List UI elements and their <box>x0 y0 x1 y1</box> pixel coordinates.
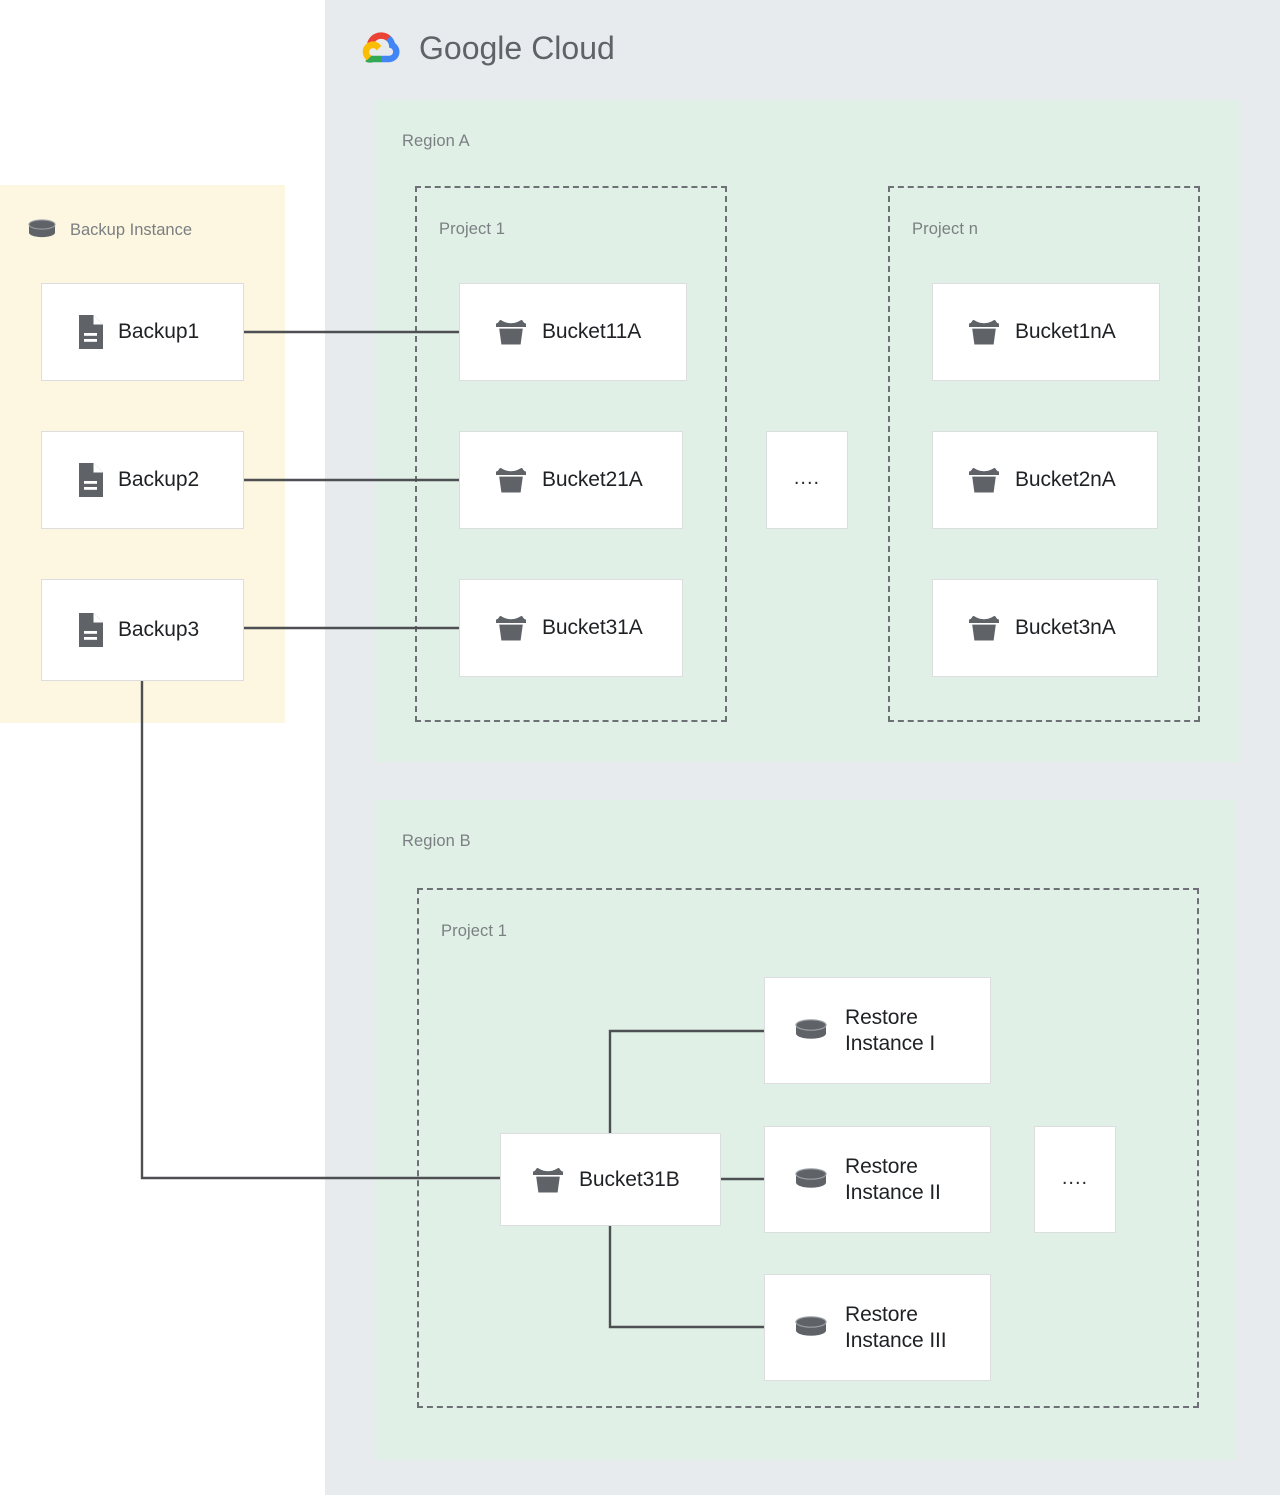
region-b-project-1-label: Project 1 <box>441 922 508 940</box>
region-a-label: Region A <box>402 132 470 150</box>
cloud-storage-bucket-icon <box>494 612 528 644</box>
google-cloud-logo-icon <box>357 28 405 68</box>
card-label: Bucket3nA <box>1015 616 1116 640</box>
cloud-storage-bucket-icon <box>494 316 528 348</box>
region-a-project-1-container: Project 1 <box>415 186 727 722</box>
card-backup1[interactable]: Backup1 <box>41 283 244 381</box>
card-bucket11a[interactable]: Bucket11A <box>459 283 687 381</box>
card-label: Restore Instance II <box>845 1154 941 1204</box>
brand-cloud: Cloud <box>531 29 615 66</box>
ellipsis-label: .... <box>1061 1166 1089 1189</box>
region-a-project-1-label: Project 1 <box>439 220 506 238</box>
card-label: Bucket1nA <box>1015 320 1116 344</box>
card-label: Restore Instance I <box>845 1005 936 1055</box>
cloud-storage-bucket-icon <box>531 1164 565 1196</box>
card-backup2[interactable]: Backup2 <box>41 431 244 529</box>
ellipsis-label: .... <box>793 467 821 489</box>
region-a-project-n-container: Project n <box>888 186 1200 722</box>
card-label: Restore Instance III <box>845 1302 947 1352</box>
database-cylinder-icon <box>793 1165 829 1195</box>
brand-google: Google <box>419 29 523 66</box>
card-label: Backup2 <box>118 468 200 492</box>
document-icon <box>76 315 104 349</box>
card-bucket3na[interactable]: Bucket3nA <box>932 579 1158 677</box>
database-cylinder-icon <box>793 1016 829 1046</box>
region-b-label: Region B <box>402 832 471 850</box>
card-backup3[interactable]: Backup3 <box>41 579 244 681</box>
card-label: Bucket11A <box>542 320 642 344</box>
region-a-project-n-label: Project n <box>912 220 979 238</box>
document-icon <box>76 463 104 497</box>
card-restore-instance-1[interactable]: Restore Instance I <box>764 977 991 1084</box>
card-label: Bucket21A <box>542 468 643 492</box>
backup-instance-label: Backup Instance <box>70 220 192 239</box>
backup-instance-header: Backup Instance <box>27 217 192 243</box>
card-restore-instance-3[interactable]: Restore Instance III <box>764 1274 991 1381</box>
card-label: Backup1 <box>118 320 200 344</box>
cloud-storage-bucket-icon <box>494 464 528 496</box>
card-ellipsis-region-a: .... <box>766 431 848 529</box>
card-ellipsis-region-b: .... <box>1034 1126 1116 1233</box>
document-icon <box>76 613 104 647</box>
cloud-storage-bucket-icon <box>967 464 1001 496</box>
card-label: Bucket31B <box>579 1167 680 1191</box>
database-cylinder-icon <box>27 217 57 243</box>
card-restore-instance-2[interactable]: Restore Instance II <box>764 1126 991 1233</box>
card-bucket2na[interactable]: Bucket2nA <box>932 431 1158 529</box>
cloud-storage-bucket-icon <box>967 612 1001 644</box>
card-label: Bucket2nA <box>1015 468 1116 492</box>
card-bucket31a[interactable]: Bucket31A <box>459 579 683 677</box>
cloud-storage-bucket-icon <box>967 316 1001 348</box>
card-label: Bucket31A <box>542 616 643 640</box>
card-bucket21a[interactable]: Bucket21A <box>459 431 683 529</box>
card-label: Backup3 <box>118 618 200 642</box>
card-bucket1na[interactable]: Bucket1nA <box>932 283 1160 381</box>
card-bucket31b[interactable]: Bucket31B <box>500 1133 721 1226</box>
database-cylinder-icon <box>793 1313 829 1343</box>
